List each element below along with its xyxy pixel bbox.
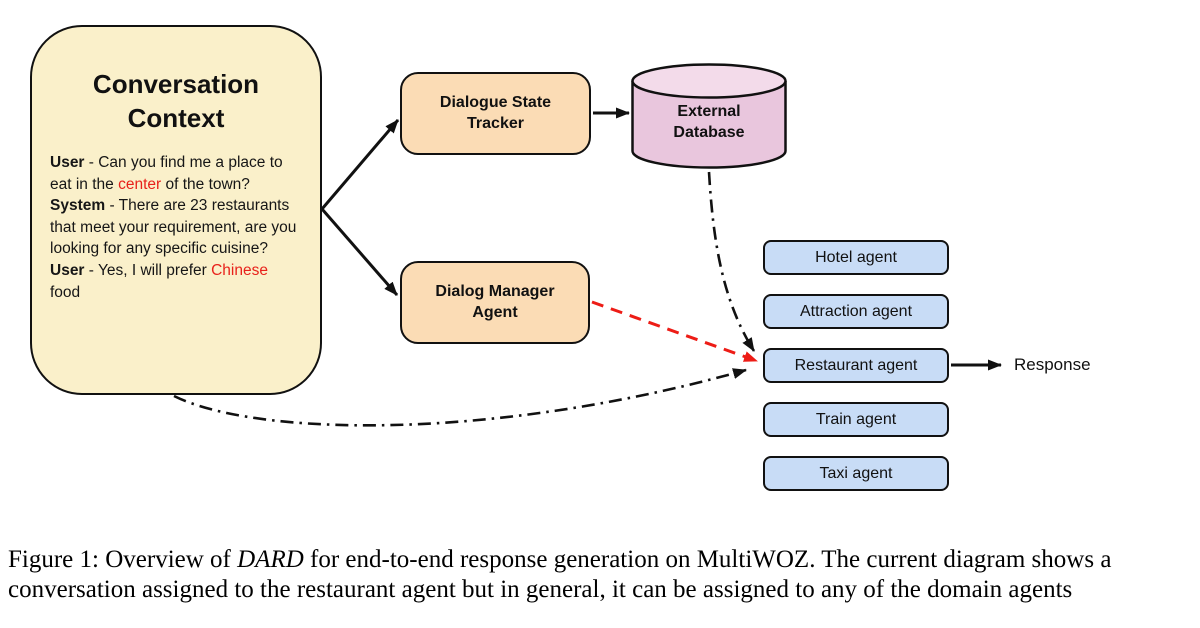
arrow-context-to-manager <box>320 208 399 296</box>
agent-box-attraction: Attraction agent <box>763 294 949 329</box>
agent-box-restaurant: Restaurant agent <box>763 348 949 383</box>
dialogue-turn: User - Yes, I will prefer Chinese food <box>50 260 298 303</box>
response-label: Response <box>1014 355 1091 374</box>
dialogue-turn: User - Can you find me a place to eat in… <box>50 152 298 195</box>
agent-box-hotel: Hotel agent <box>763 240 949 275</box>
highlighted-slot-value: Chinese <box>211 261 268 279</box>
database-cylinder-top <box>631 63 787 99</box>
agent-label: Train agent <box>815 410 897 428</box>
turn-text: - Can you find me a place to eat in the <box>50 154 283 193</box>
agent-box-taxi: Taxi agent <box>763 456 949 491</box>
dialogue-state-tracker-label: Dialogue State Tracker <box>439 94 552 132</box>
conversation-context-title: Conversation Context <box>92 69 260 133</box>
turn-text: - Yes, I will prefer <box>84 261 212 279</box>
turn-text: food <box>50 283 81 301</box>
caption-text: for end-to-end response generation on Mu… <box>8 546 1112 603</box>
database-cylinder <box>631 63 787 169</box>
database-cylinder-body <box>631 81 787 169</box>
dialog-manager-agent-label: Dialog Manager Agent <box>435 283 555 321</box>
speaker-label: System <box>50 197 106 215</box>
caption-emphasis: DARD <box>237 546 304 573</box>
connector-layer <box>173 63 1002 427</box>
agent-box-train: Train agent <box>763 402 949 437</box>
speaker-label: User <box>50 154 85 171</box>
turn-text: - There are 23 restaurants that meet you… <box>50 197 297 258</box>
agent-label: Taxi agent <box>819 464 893 482</box>
arrow-context-to-tracker <box>320 119 400 210</box>
external-database-label: External Database <box>673 103 745 141</box>
agent-label: Restaurant agent <box>794 356 918 374</box>
speaker-label: User <box>50 261 85 279</box>
arrow-manager-to-restaurant <box>591 300 758 363</box>
dialogue-turn: System - There are 23 restaurants that m… <box>50 195 298 260</box>
caption-text: Figure 1: Overview of <box>8 546 238 573</box>
figure-caption: Figure 1: Overview of DARD for end-to-en… <box>8 545 1196 605</box>
arrow-database-to-restaurant <box>707 171 756 352</box>
dialogue-state-tracker-box: Dialogue State Tracker <box>400 72 591 155</box>
agent-label: Hotel agent <box>815 248 897 266</box>
dialog-manager-agent-box: Dialog Manager Agent <box>400 261 590 344</box>
highlighted-slot-value: center <box>118 175 162 193</box>
conversation-context-body: User - Can you find me a place to eat in… <box>50 152 298 303</box>
conversation-context-box: Conversation Context User - Can you find… <box>30 25 322 395</box>
arrow-context-to-restaurant <box>173 368 747 427</box>
turn-text: of the town? <box>161 175 250 193</box>
agent-label: Attraction agent <box>799 302 913 320</box>
